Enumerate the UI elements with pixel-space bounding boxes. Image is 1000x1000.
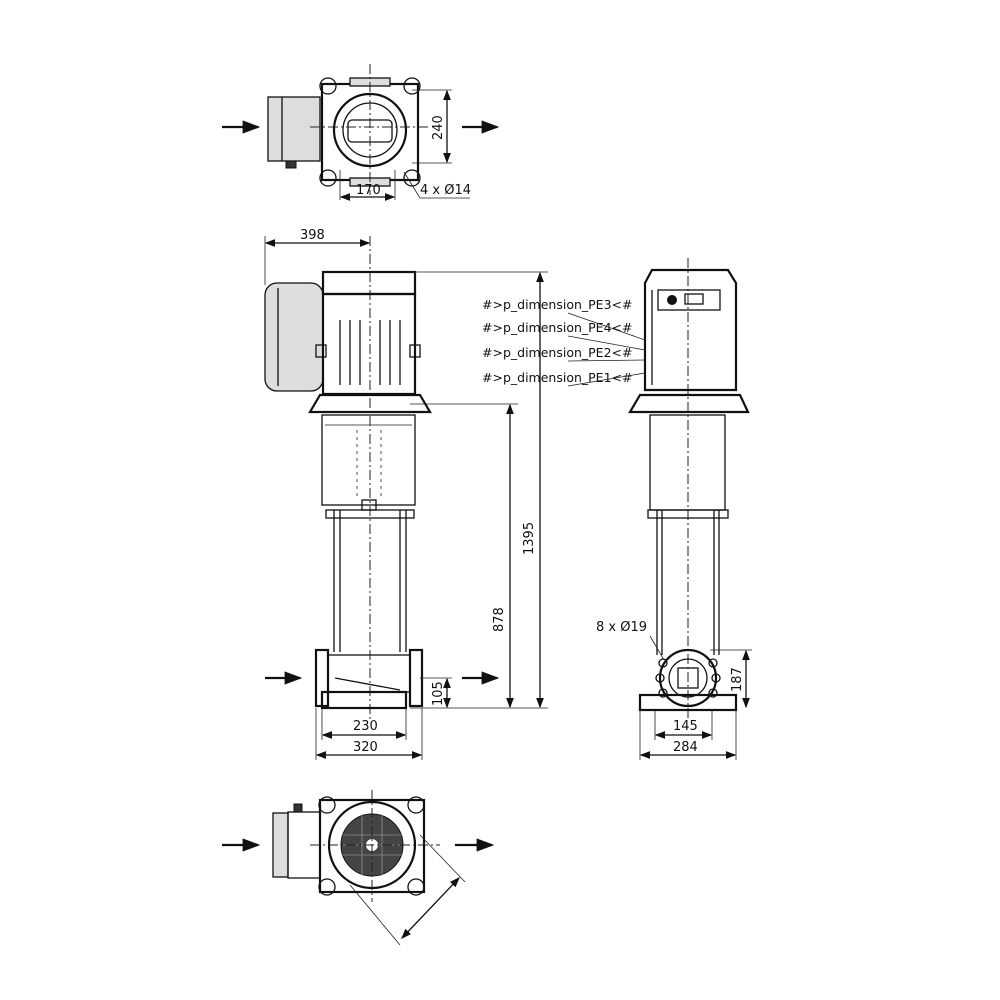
placeholder-pe3: #>p_dimension_PE3<# [482,297,632,312]
holes-8x19: 8 x Ø19 [596,620,647,635]
dim-187: 187 [730,667,745,692]
front-view: 398 1395 878 105 230 320 [264,228,548,760]
side-view: 8 x Ø19 187 145 284 #>p_dimension_PE3<# … [482,258,752,760]
dim-240: 240 [431,115,446,140]
dim-284: 284 [673,740,698,755]
dim-105: 105 [431,681,446,706]
motor-cooling-ribs [339,320,401,385]
placeholder-pe1: #>p_dimension_PE1<# [482,370,632,385]
holes-4x14: 4 x Ø14 [420,183,471,198]
bottom-view [222,790,495,946]
placeholder-pe4: #>p_dimension_PE4<# [482,320,632,335]
control-knob-icon [667,295,677,305]
dim-878: 878 [492,607,507,632]
dim-145: 145 [673,719,698,734]
dim-170: 170 [356,183,381,198]
dim-398: 398 [300,228,325,243]
dim-230: 230 [353,719,378,734]
placeholder-pe2: #>p_dimension_PE2<# [482,345,632,360]
dim-320: 320 [353,740,378,755]
dim-1395: 1395 [522,522,537,555]
top-view: 240 170 4 x Ø14 [222,64,500,201]
